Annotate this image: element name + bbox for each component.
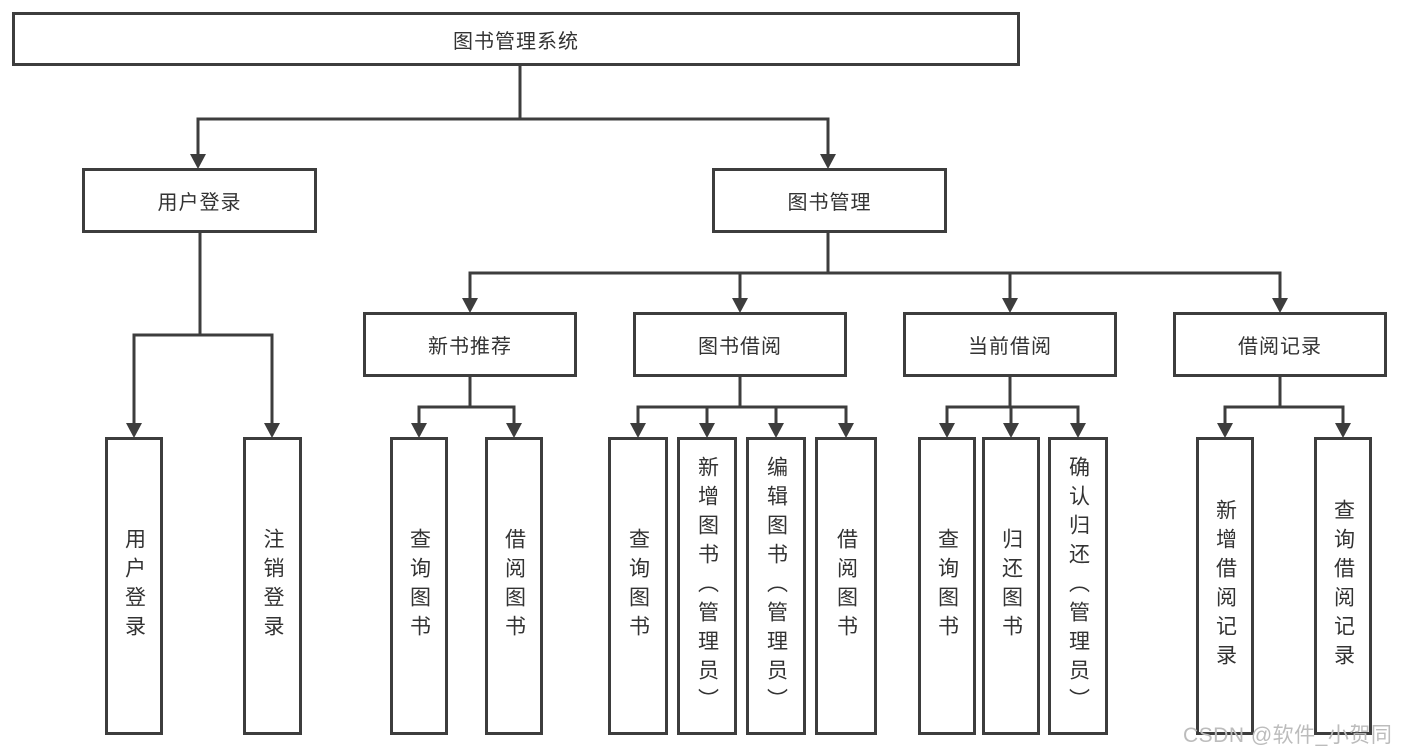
connector-login-to-leaves [126,231,280,438]
node-label: 用户登录 [122,528,146,644]
arrowhead-icon [506,423,522,438]
node-book-management-branch: 图书管理 [712,168,947,233]
node-query-borrow-record-leaf: 查询借阅记录 [1314,437,1372,735]
node-label: 查询图书 [935,528,959,644]
arrowhead-icon [630,423,646,438]
node-label: 归还图书 [999,528,1023,644]
arrowhead-icon [1003,423,1019,438]
node-logout-leaf: 注销登录 [243,437,302,735]
node-label: 编辑图书（管理员） [764,455,788,717]
node-return-books-leaf: 归还图书 [982,437,1040,735]
node-label: 新增借阅记录 [1213,499,1237,673]
connector-current-to-leaves [939,375,1086,438]
arrowhead-icon [411,423,427,438]
node-user-login-branch: 用户登录 [82,168,317,233]
arrowhead-icon [1070,423,1086,438]
node-query-books-leaf: 查询图书 [608,437,668,735]
arrowhead-icon [939,423,955,438]
csdn-watermark: CSDN @软件_小贺同学 [1183,724,1393,747]
node-book-borrowing: 图书借阅 [633,312,847,377]
arrowhead-icon [1217,423,1233,438]
node-add-borrow-record-leaf: 新增借阅记录 [1196,437,1254,735]
connector-root-to-level2 [190,64,836,169]
node-label: 新增图书（管理员） [695,455,719,717]
node-query-books-leaf: 查询图书 [918,437,976,735]
node-label: 查询图书 [407,528,431,644]
arrowhead-icon [126,423,142,438]
arrowhead-icon [264,423,280,438]
connector-mgmt-to-level3 [462,231,1288,313]
connector-recommend-to-leaves [411,375,522,438]
node-edit-books-admin-leaf: 编辑图书（管理员） [746,437,806,735]
arrowhead-icon [462,298,478,313]
node-add-books-admin-leaf: 新增图书（管理员） [677,437,737,735]
node-label: 确认归还（管理员） [1066,455,1090,717]
node-borrowing-records: 借阅记录 [1173,312,1387,377]
arrowhead-icon [699,423,715,438]
arrowhead-icon [768,423,784,438]
node-confirm-return-admin-leaf: 确认归还（管理员） [1048,437,1108,735]
node-user-login-leaf: 用户登录 [105,437,163,735]
arrowhead-icon [190,154,206,169]
node-library-management-system: 图书管理系统 [12,12,1020,66]
node-query-books-leaf: 查询图书 [390,437,448,735]
arrowhead-icon [820,154,836,169]
node-label: 借阅图书 [502,528,526,644]
arrowhead-icon [732,298,748,313]
arrowhead-icon [1272,298,1288,313]
arrowhead-icon [1002,298,1018,313]
connector-records-to-leaves [1217,375,1351,438]
node-current-borrowing: 当前借阅 [903,312,1117,377]
arrowhead-icon [1335,423,1351,438]
arrowhead-icon [838,423,854,438]
node-label: 查询图书 [626,528,650,644]
node-label: 注销登录 [261,528,284,644]
node-label: 借阅图书 [834,528,858,644]
node-borrow-books-leaf: 借阅图书 [485,437,543,735]
connector-borrow-to-leaves [630,375,854,438]
node-borrow-books-leaf: 借阅图书 [815,437,877,735]
node-new-book-recommend: 新书推荐 [363,312,577,377]
node-label: 查询借阅记录 [1331,499,1355,673]
